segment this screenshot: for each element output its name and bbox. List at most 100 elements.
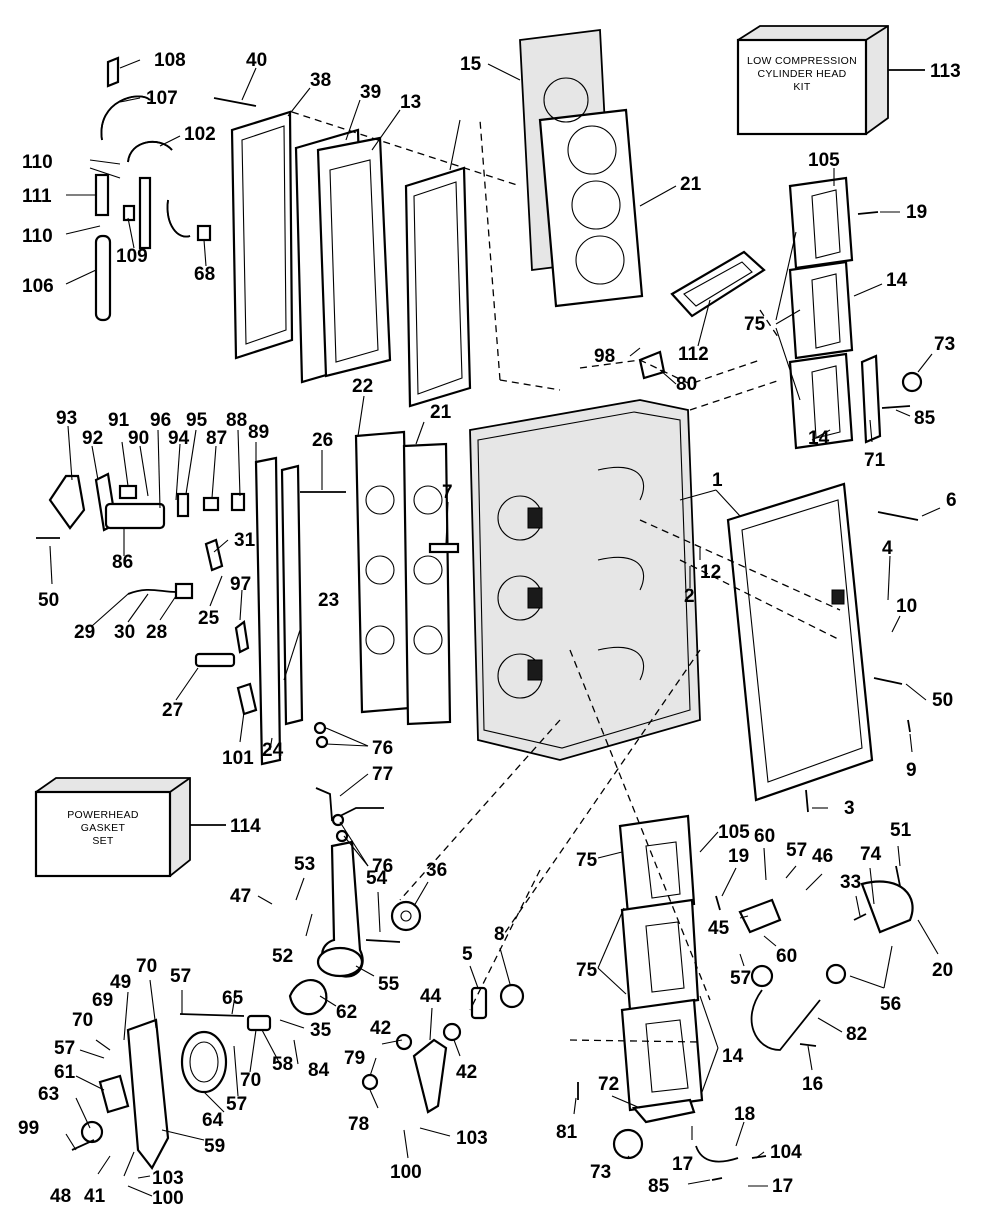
callout-9: 9 — [906, 760, 917, 781]
callout-14c: 14 — [722, 1046, 744, 1067]
alignment-lines — [291, 111, 841, 1043]
callout-31: 31 — [234, 530, 256, 551]
callout-60b: 60 — [776, 946, 797, 967]
low-compression-kit-line-2: CYLINDER HEAD — [757, 68, 846, 80]
callout-90: 90 — [128, 428, 149, 449]
callout-55: 55 — [378, 974, 400, 995]
callout-75b: 75 — [576, 850, 598, 871]
callout-102: 102 — [184, 124, 216, 145]
callout-71: 71 — [864, 450, 886, 471]
callout-107: 107 — [146, 88, 178, 109]
callout-105: 105 — [808, 150, 840, 171]
callout-54: 54 — [366, 868, 388, 889]
callout-10: 10 — [896, 596, 917, 617]
callout-21b: 21 — [430, 402, 452, 423]
callout-6: 6 — [946, 490, 957, 511]
callout-65: 65 — [222, 988, 244, 1009]
callout-75: 75 — [744, 314, 766, 335]
callout-93: 93 — [56, 408, 77, 429]
callout-15: 15 — [460, 54, 482, 75]
callout-80: 80 — [676, 374, 697, 395]
callout-86: 86 — [112, 552, 133, 573]
callout-58: 58 — [272, 1054, 293, 1075]
callout-28: 28 — [146, 622, 167, 643]
callout-27: 27 — [162, 700, 183, 721]
callout-25: 25 — [198, 608, 220, 629]
callout-70b: 70 — [72, 1010, 93, 1031]
callout-52: 52 — [272, 946, 293, 967]
callout-81: 81 — [556, 1122, 578, 1143]
low-compression-kit-line-3: KIT — [793, 81, 811, 93]
callout-104: 104 — [770, 1142, 802, 1163]
callout-64: 64 — [202, 1110, 224, 1131]
callout-101: 101 — [222, 748, 254, 769]
callout-16: 16 — [802, 1074, 823, 1095]
callout-57e: 57 — [730, 968, 751, 989]
callout-51: 51 — [890, 820, 912, 841]
callout-57b: 57 — [54, 1038, 75, 1059]
callout-14: 14 — [886, 270, 908, 291]
callout-111: 111 — [22, 186, 52, 207]
leader-lines — [49, 59, 941, 1197]
callout-60: 60 — [754, 826, 775, 847]
callout-20: 20 — [932, 960, 953, 981]
callout-35: 35 — [310, 1020, 332, 1041]
callout-76: 76 — [372, 738, 393, 759]
callout-4: 4 — [882, 538, 893, 559]
callout-49: 49 — [110, 972, 131, 993]
callout-36: 36 — [426, 860, 447, 881]
callout-85: 85 — [914, 408, 936, 429]
callout-59: 59 — [204, 1136, 225, 1157]
callout-62: 62 — [336, 1002, 357, 1023]
callout-100: 100 — [152, 1188, 184, 1209]
callout-46: 46 — [812, 846, 833, 867]
callout-110b: 110 — [22, 226, 53, 247]
callout-82: 82 — [846, 1024, 867, 1045]
callout-13: 13 — [400, 92, 421, 113]
callout-30: 30 — [114, 622, 135, 643]
low-compression-kit-ref: 113 — [930, 61, 961, 82]
callout-75c: 75 — [576, 960, 598, 981]
callout-56: 56 — [880, 994, 901, 1015]
powerhead-kit-line-2: GASKET — [81, 822, 126, 834]
callout-98: 98 — [594, 346, 615, 367]
callout-44: 44 — [420, 986, 442, 1007]
powerhead-gasket-set-box: POWERHEAD GASKET SET 114 — [34, 777, 261, 878]
callout-38: 38 — [310, 70, 331, 91]
callout-14b: 14 — [808, 428, 830, 449]
callout-103: 103 — [152, 1168, 184, 1189]
callout-12: 12 — [700, 562, 721, 583]
part-drawings — [36, 28, 923, 1181]
callout-84: 84 — [308, 1060, 330, 1081]
callout-19: 19 — [906, 202, 927, 223]
callout-33: 33 — [840, 872, 861, 893]
callout-5: 5 — [462, 944, 473, 965]
callout-23: 23 — [318, 590, 339, 611]
callout-69: 69 — [92, 990, 113, 1011]
callout-74: 74 — [860, 844, 882, 865]
callout-88: 88 — [226, 410, 247, 431]
callout-109: 109 — [116, 246, 148, 267]
callout-21: 21 — [680, 174, 702, 195]
callout-7: 7 — [442, 482, 453, 503]
callout-61: 61 — [54, 1062, 76, 1083]
low-compression-kit-line-1: LOW COMPRESSION — [747, 55, 857, 67]
callout-40: 40 — [246, 50, 267, 71]
callout-72: 72 — [598, 1074, 619, 1095]
callout-42: 42 — [370, 1018, 391, 1039]
callout-87: 87 — [206, 428, 227, 449]
callout-103b: 103 — [456, 1128, 488, 1149]
callout-95: 95 — [186, 410, 208, 431]
callout-76b: 76 — [372, 856, 393, 877]
callout-17: 17 — [672, 1154, 693, 1175]
callout-53: 53 — [294, 854, 315, 875]
callout-29: 29 — [74, 622, 95, 643]
powerhead-kit-ref: 114 — [230, 816, 261, 837]
callout-2: 2 — [684, 586, 695, 607]
callout-1: 1 — [712, 470, 723, 491]
callout-108: 108 — [154, 50, 186, 71]
powerhead-kit-line-3: SET — [92, 835, 114, 847]
callout-42b: 42 — [456, 1062, 477, 1083]
callout-78: 78 — [348, 1114, 369, 1135]
